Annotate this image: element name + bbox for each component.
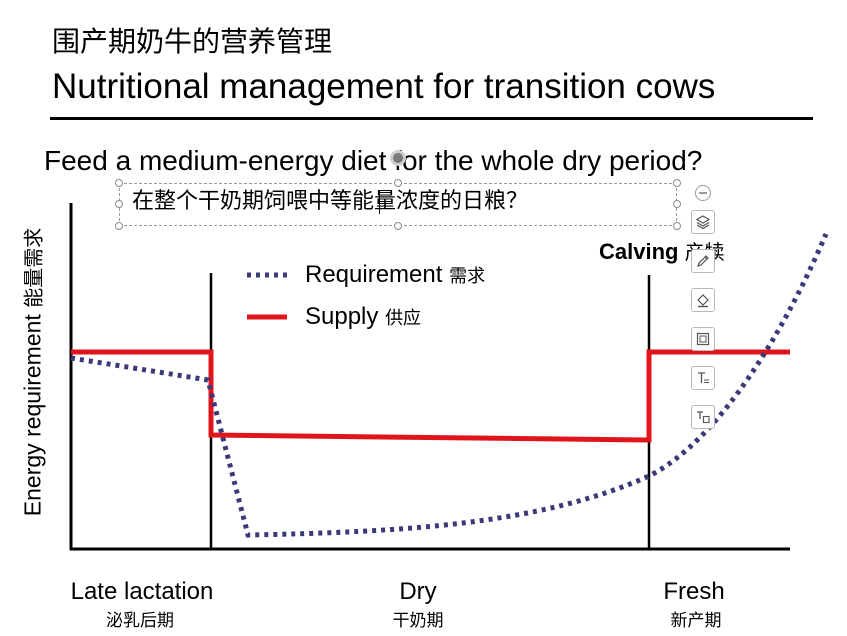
question-chinese[interactable]: 在整个干奶期饲喂中等能量浓度的日粮？	[132, 189, 529, 214]
collapse-toolbar-icon[interactable]	[695, 185, 711, 201]
text-cursor	[379, 190, 380, 214]
slide-title-english: Nutritional management for transition co…	[52, 67, 716, 106]
legend-requirement-english: Requirement	[305, 261, 450, 288]
resize-handle-left[interactable]	[115, 200, 123, 208]
pencil-icon	[697, 255, 709, 267]
legend-supply-label: Supply 供应	[305, 302, 421, 334]
y-axis-label: Energy requirement 能量需求	[19, 228, 48, 516]
border-button[interactable]	[691, 327, 715, 351]
phase-label-dry: Dry	[399, 578, 437, 605]
phase-label-dry-chinese: 干奶期	[392, 611, 444, 631]
y-axis-label-chinese: 能量需求	[21, 227, 46, 308]
border-icon	[696, 332, 710, 346]
resize-handle-bottom-right[interactable]	[673, 222, 681, 230]
text-font-button[interactable]	[691, 366, 715, 390]
fill-icon	[697, 294, 709, 308]
resize-handle-bottom[interactable]	[394, 222, 402, 230]
pencil-button[interactable]	[691, 249, 715, 273]
supply-series-line	[71, 349, 790, 443]
layers-icon	[695, 215, 711, 230]
requirement-series-line	[70, 233, 829, 538]
title-divider	[50, 117, 813, 120]
resize-handle-top[interactable]	[394, 179, 402, 187]
legend-requirement-chinese: 需求	[449, 266, 486, 287]
resize-handle-right[interactable]	[673, 200, 681, 208]
phase-label-late-lactation-chinese: 泌乳后期	[106, 611, 174, 631]
slide-title-chinese: 围产期奶牛的营养管理	[52, 25, 333, 58]
y-axis-label-english: Energy requirement	[19, 307, 46, 517]
phase-label-late-lactation: Late lactation	[70, 578, 214, 605]
calving-english: Calving	[599, 239, 685, 264]
text-box-button[interactable]	[691, 405, 715, 429]
rotate-handle[interactable]	[390, 150, 406, 166]
resize-handle-top-right[interactable]	[673, 179, 681, 187]
layers-button[interactable]	[691, 210, 715, 234]
text-box-icon	[697, 411, 710, 424]
resize-handle-top-left[interactable]	[115, 179, 123, 187]
legend-supply-chinese: 供应	[385, 308, 422, 329]
phase-label-fresh-chinese: 新产期	[670, 611, 722, 631]
resize-handle-bottom-left[interactable]	[115, 222, 123, 230]
question-english[interactable]: Feed a medium-energy diet for the whole …	[44, 145, 703, 176]
phase-label-fresh: Fresh	[663, 578, 725, 605]
legend-requirement-label: Requirement 需求	[305, 260, 485, 292]
legend-supply-english: Supply	[305, 303, 386, 330]
fill-button[interactable]	[691, 288, 715, 312]
text-font-icon	[698, 372, 709, 384]
